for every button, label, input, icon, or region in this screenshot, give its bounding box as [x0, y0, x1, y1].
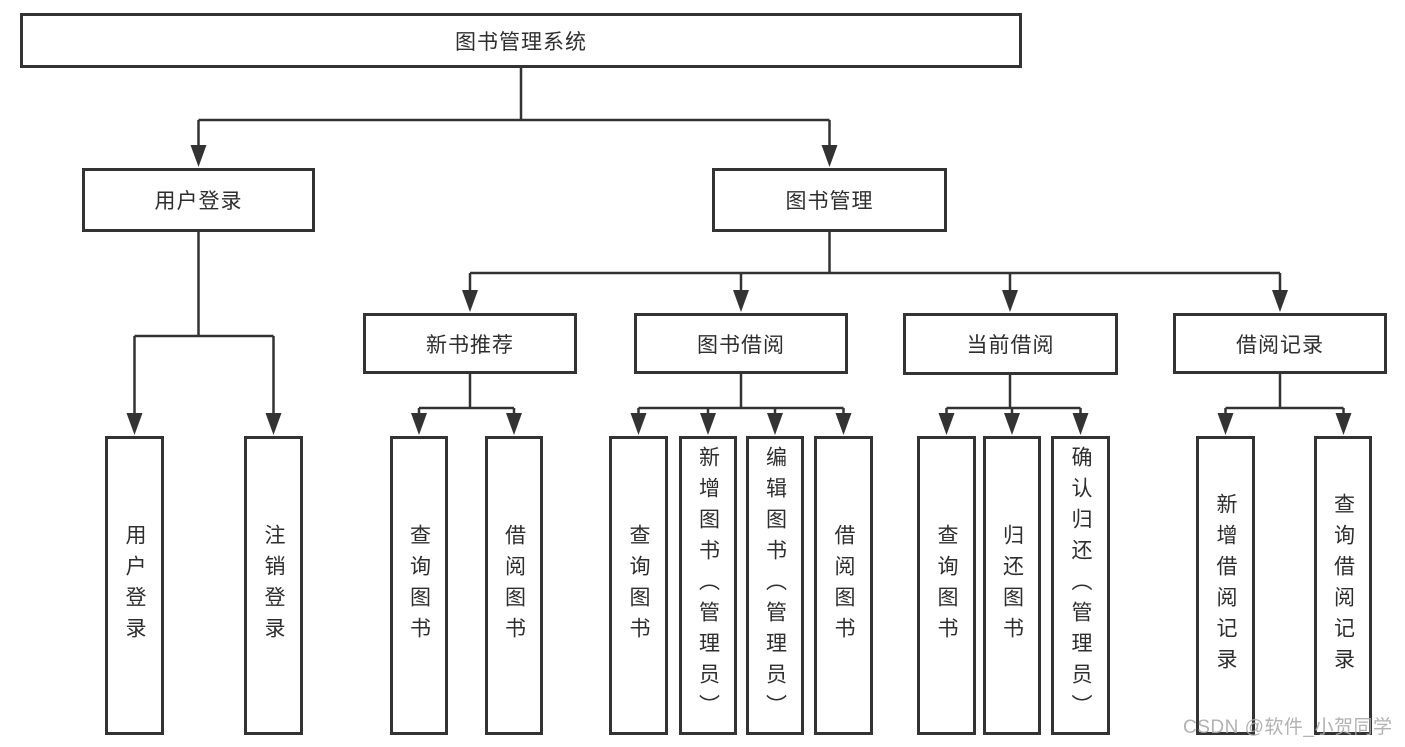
leaf-borrow-books: 借阅图书	[814, 436, 873, 735]
leaf-label: 查询图书	[407, 523, 431, 648]
leaf-label: 查询图书	[627, 523, 651, 648]
node-current-borrowing: 当前借阅	[903, 313, 1118, 375]
leaf-label: 借阅图书	[832, 523, 856, 648]
leaf-label: 确认归还（管理员）	[1069, 446, 1093, 725]
leaf-edit-books-admin: 编辑图书（管理员）	[746, 436, 804, 735]
leaf-label: 注销登录	[262, 523, 286, 648]
csdn-watermark: CSDN @软件_小贺同学	[1183, 717, 1393, 738]
leaf-label: 借阅图书	[502, 523, 526, 648]
leaf-query-books: 查询图书	[390, 436, 448, 735]
node-borrow-records: 借阅记录	[1173, 313, 1387, 374]
leaf-add-borrow-record: 新增借阅记录	[1196, 436, 1255, 735]
leaf-label: 用户登录	[123, 523, 147, 648]
leaf-label: 编辑图书（管理员）	[763, 446, 787, 725]
leaf-label: 新增图书（管理员）	[696, 446, 720, 725]
leaf-query-borrow-record: 查询借阅记录	[1314, 436, 1372, 735]
leaf-label: 归还图书	[1000, 523, 1024, 648]
leaf-return-books: 归还图书	[983, 436, 1041, 735]
node-book-borrowing: 图书借阅	[634, 313, 848, 374]
node-library-system: 图书管理系统	[20, 13, 1022, 68]
leaf-add-books-admin: 新增图书（管理员）	[679, 436, 737, 735]
arrowheads	[126, 145, 1352, 435]
leaf-label: 新增借阅记录	[1214, 492, 1238, 679]
leaf-label: 查询借阅记录	[1331, 492, 1355, 679]
leaf-query-books: 查询图书	[917, 436, 976, 735]
node-new-book-recommend: 新书推荐	[363, 313, 577, 374]
leaf-query-books: 查询图书	[609, 436, 668, 735]
leaf-user-login: 用户登录	[105, 436, 164, 735]
node-book-management: 图书管理	[712, 168, 947, 232]
leaf-logout: 注销登录	[244, 436, 303, 735]
leaf-confirm-return-admin: 确认归还（管理员）	[1051, 436, 1110, 735]
leaf-borrow-books: 借阅图书	[485, 436, 543, 735]
leaf-label: 查询图书	[935, 523, 959, 648]
node-user-login: 用户登录	[82, 168, 315, 232]
